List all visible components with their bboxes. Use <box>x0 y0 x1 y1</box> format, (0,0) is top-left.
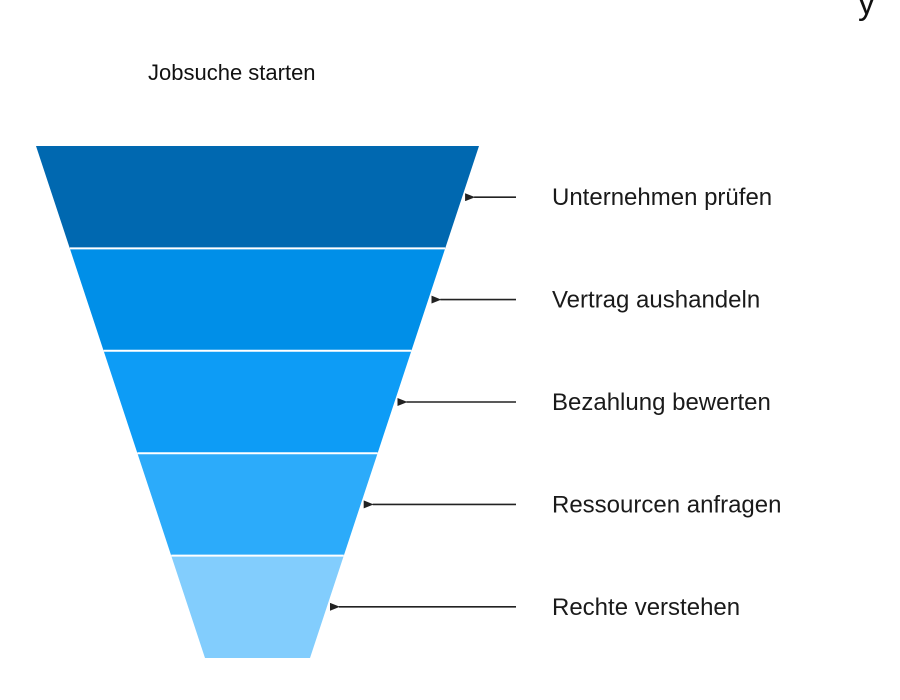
clipped-heading-fragment: y <box>858 0 875 22</box>
funnel-layer <box>137 453 378 556</box>
funnel-layer <box>36 146 479 249</box>
funnel-step-label: Unternehmen prüfen <box>552 184 772 211</box>
funnel-layers <box>36 146 479 658</box>
funnel-step-label: Rechte verstehen <box>552 594 740 621</box>
funnel-layer <box>171 555 344 658</box>
funnel-arrows <box>329 193 516 611</box>
funnel-title: Jobsuche starten <box>148 60 316 85</box>
funnel-step-label: Ressourcen anfragen <box>552 491 781 518</box>
funnel-layer <box>103 350 412 454</box>
funnel-step-label: Vertrag aushandeln <box>552 287 760 314</box>
funnel-step-label: Bezahlung bewerten <box>552 389 771 416</box>
funnel-layer <box>69 248 446 351</box>
